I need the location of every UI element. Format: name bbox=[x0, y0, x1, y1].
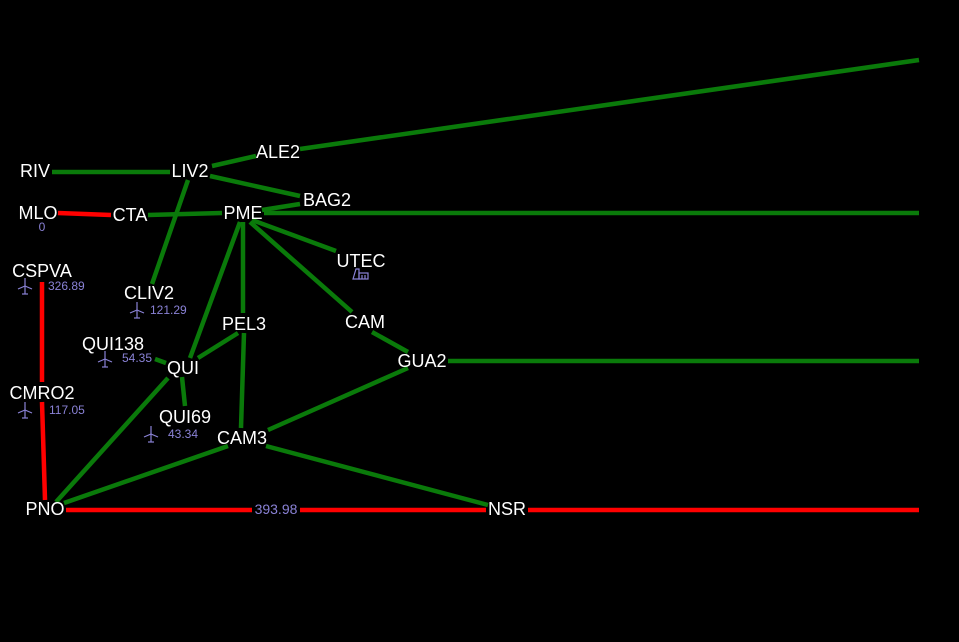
value-cmro2: 117.05 bbox=[49, 403, 85, 417]
line-mlo-cta bbox=[57, 210, 112, 218]
node-nsr[interactable]: NSR bbox=[488, 499, 526, 519]
node-bag2[interactable]: BAG2 bbox=[303, 190, 351, 210]
node-cta[interactable]: CTA bbox=[113, 205, 148, 225]
line-cta-pme bbox=[147, 210, 223, 218]
node-qui[interactable]: QUI bbox=[167, 358, 199, 378]
value-labels: 0 326.89 121.29 54.35 117.05 43.34 393.9… bbox=[39, 220, 298, 517]
wind-turbine-icon bbox=[97, 351, 113, 368]
line-liv2-ale2 bbox=[211, 153, 257, 169]
node-riv[interactable]: RIV bbox=[20, 161, 50, 181]
value-mlo: 0 bbox=[39, 220, 46, 234]
line-qui-qui138 bbox=[154, 356, 167, 366]
wind-turbine-icon bbox=[17, 278, 33, 295]
value-cliv2: 121.29 bbox=[150, 303, 187, 317]
line-ale2-east bbox=[299, 57, 920, 152]
line-cam-gua2 bbox=[370, 330, 410, 354]
node-ale2[interactable]: ALE2 bbox=[256, 142, 300, 162]
line-pme-qui bbox=[187, 221, 243, 359]
value-cspva: 326.89 bbox=[48, 279, 85, 293]
line-pme-bag2 bbox=[261, 201, 301, 213]
line-pme-utec bbox=[251, 217, 337, 254]
node-cliv2[interactable]: CLIV2 bbox=[124, 283, 174, 303]
value-qui138: 54.35 bbox=[122, 351, 152, 365]
node-qui69[interactable]: QUI69 bbox=[159, 407, 211, 427]
line-pel3-qui bbox=[196, 331, 240, 360]
node-cam3[interactable]: CAM3 bbox=[217, 428, 267, 448]
value-pno-nsr-flow: 393.98 bbox=[255, 501, 298, 517]
node-cspva[interactable]: CSPVA bbox=[12, 261, 72, 281]
node-utec[interactable]: UTEC bbox=[337, 251, 386, 271]
node-pme[interactable]: PME bbox=[223, 203, 262, 223]
line-pel3-cam3 bbox=[238, 332, 247, 429]
node-gua2[interactable]: GUA2 bbox=[397, 351, 446, 371]
node-liv2[interactable]: LIV2 bbox=[171, 161, 208, 181]
line-liv2-cliv2 bbox=[149, 179, 191, 285]
line-cam3-gua2 bbox=[267, 365, 409, 433]
node-cmro2[interactable]: CMRO2 bbox=[9, 383, 74, 403]
line-pme-cam bbox=[248, 220, 354, 314]
line-qui-pno bbox=[54, 376, 170, 504]
red-lines bbox=[39, 210, 919, 513]
wind-turbine-icon bbox=[143, 426, 159, 443]
line-cmro2-pno bbox=[39, 401, 48, 501]
node-pno[interactable]: PNO bbox=[25, 499, 64, 519]
factory-icon bbox=[352, 268, 369, 280]
line-cam3-pno bbox=[63, 443, 229, 506]
green-lines bbox=[52, 57, 920, 508]
line-cam3-nsr bbox=[265, 443, 489, 508]
node-labels: RIV LIV2 ALE2 MLO CTA PME BAG2 CSPVA CLI… bbox=[9, 142, 526, 519]
node-mlo[interactable]: MLO bbox=[18, 203, 57, 223]
node-qui138[interactable]: QUI138 bbox=[82, 334, 144, 354]
wind-turbine-icon bbox=[17, 402, 33, 419]
node-cam[interactable]: CAM bbox=[345, 312, 385, 332]
value-qui69: 43.34 bbox=[168, 427, 198, 441]
line-liv2-bag2 bbox=[209, 173, 301, 199]
line-qui-qui69 bbox=[179, 376, 188, 407]
node-pel3[interactable]: PEL3 bbox=[222, 314, 266, 334]
wind-turbine-icon bbox=[129, 302, 145, 319]
